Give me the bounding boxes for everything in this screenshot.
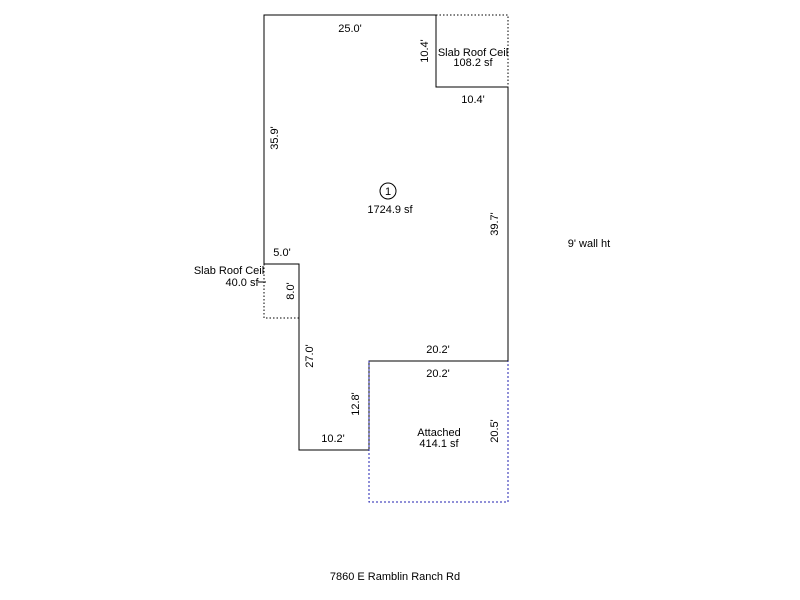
main-area-label: 1724.9 sf bbox=[367, 204, 413, 216]
room-number-circle bbox=[379, 182, 397, 200]
room-number: 1 bbox=[385, 186, 391, 198]
garage-area: 414.1 sf bbox=[419, 438, 459, 450]
dim-top: 25.0' bbox=[338, 23, 362, 35]
slab-left-area: 40.0 sf bbox=[225, 277, 259, 289]
slab-left-label: Slab Roof Ceil bbox=[194, 265, 264, 277]
dim-bottom-left: 10.2' bbox=[321, 433, 345, 445]
dim-step-top: 20.2' bbox=[426, 344, 450, 356]
dim-garage-wall: 12.8' bbox=[350, 392, 362, 416]
dim-left-lower: 27.0' bbox=[304, 344, 316, 368]
dim-notch-top: 5.0' bbox=[273, 247, 290, 259]
main-outline bbox=[263, 14, 509, 451]
dim-slab-top-bottom: 10.4' bbox=[461, 94, 485, 106]
garage-side-dim: 20.5' bbox=[489, 419, 501, 443]
dim-right: 39.7' bbox=[489, 212, 501, 236]
slab-top-outline bbox=[436, 14, 509, 87]
address-label: 7860 E Ramblin Ranch Rd bbox=[330, 571, 460, 583]
dim-slab-top-side: 10.4' bbox=[419, 39, 431, 63]
wall-height-label: 9' wall ht bbox=[568, 238, 610, 250]
slab-top-area: 108.2 sf bbox=[453, 57, 493, 69]
dim-left-upper: 35.9' bbox=[269, 126, 281, 150]
garage-label: Attached bbox=[417, 427, 460, 439]
garage-top-dim: 20.2' bbox=[426, 368, 450, 380]
dim-notch-side: 8.0' bbox=[285, 282, 297, 299]
slab-top-label: Slab Roof Ceil bbox=[438, 47, 508, 59]
